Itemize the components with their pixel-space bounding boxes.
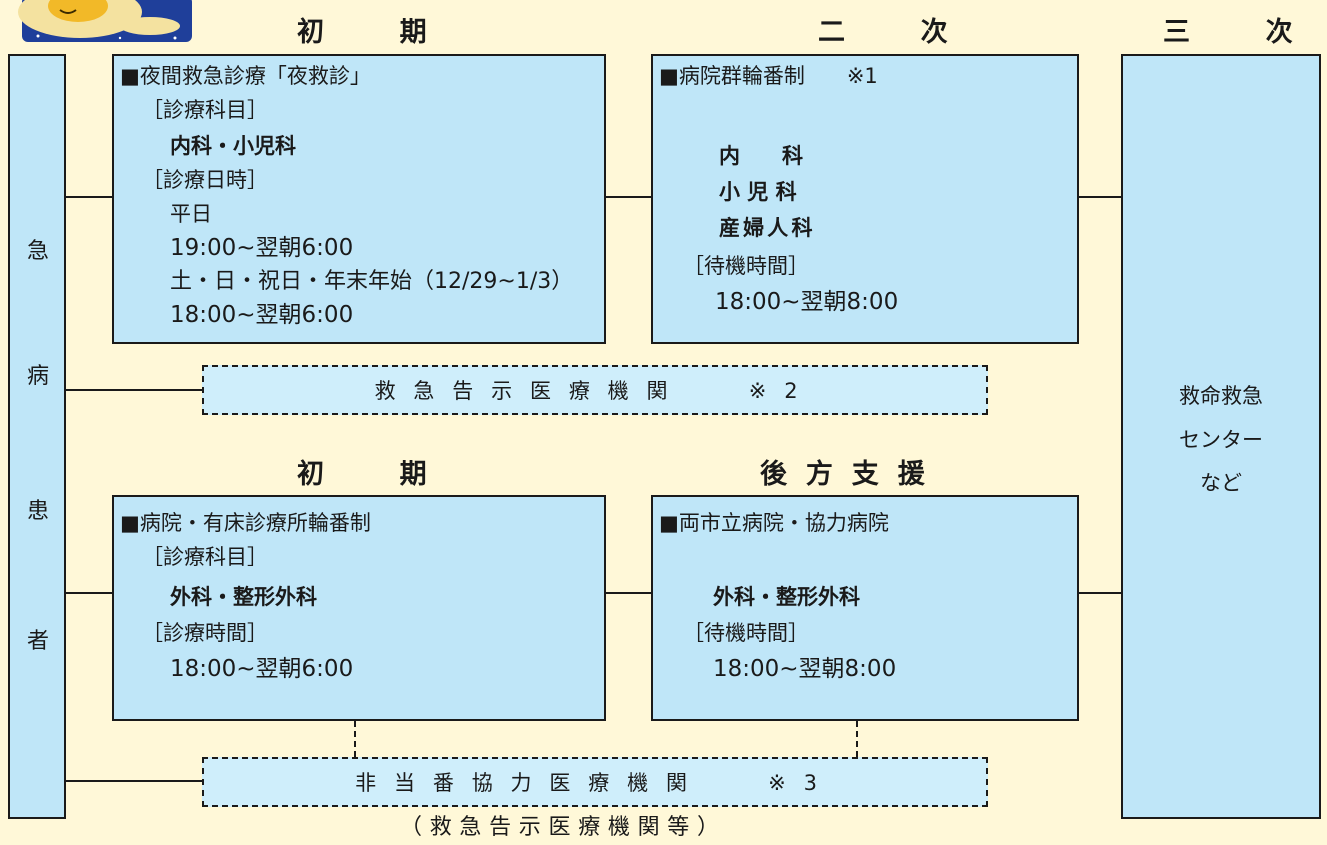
patient-char-3: 患 [26, 499, 49, 524]
connector-patient-offduty [66, 780, 202, 782]
dashed-connector-left [354, 721, 356, 757]
heading-secondary: 二 次 [818, 17, 972, 48]
patient-char-4: 者 [26, 629, 49, 654]
emergency-notified-text: 救急告示医療機関 ※2 [374, 379, 816, 403]
hospital-clinic-time-label: ［診療時間］ [142, 621, 268, 645]
connector-nightclinic-group [606, 196, 651, 198]
night-clinic-datetime-label: ［診療日時］ [142, 168, 268, 192]
tertiary-center-line3: など [1200, 471, 1242, 495]
night-clinic-dept-label: ［診療科目］ [142, 98, 268, 122]
hospital-group-standby-label: ［待機時間］ [683, 254, 809, 278]
hospital-clinic-dept: 外科・整形外科 [170, 585, 317, 609]
hospital-clinic-dept-label: ［診療科目］ [142, 545, 268, 569]
tertiary-center-line1: 救命救急 [1179, 384, 1263, 408]
connector-patient-hospitalclinic [66, 592, 112, 594]
city-hospital-standby-time: 18:00~翌朝8:00 [713, 656, 897, 682]
hospital-group-dept-internal: 内 科 [719, 144, 803, 168]
off-duty-note: （救急告示医療機関等） [400, 815, 727, 840]
city-hospital-title: ■両市立病院・協力病院 [659, 511, 889, 535]
off-duty-box: 非当番協力医療機関 ※3 [202, 757, 988, 807]
night-clinic-title: ■夜間救急診療「夜救診」 [120, 64, 371, 88]
night-clinic-dept: 内科・小児科 [170, 134, 296, 158]
patient-column: 急 病 患 者 [8, 54, 66, 819]
hospital-group-box: ■病院群輪番制 ※1 内 科 小 児 科 産婦人科 ［待機時間］ 18:00~翌… [651, 54, 1079, 344]
hospital-group-title: ■病院群輪番制 ※1 [659, 64, 878, 88]
tertiary-center-line2: センター [1179, 428, 1263, 452]
moon-illustration [18, 0, 192, 42]
tertiary-center-box: 救命救急 センター など [1121, 54, 1321, 819]
night-clinic-box: ■夜間救急診療「夜救診」 ［診療科目］ 内科・小児科 ［診療日時］ 平日 19:… [112, 54, 606, 344]
hospital-clinic-box: ■病院・有床診療所輪番制 ［診療科目］ 外科・整形外科 ［診療時間］ 18:00… [112, 495, 606, 721]
hospital-group-standby-time: 18:00~翌朝8:00 [715, 289, 899, 315]
night-clinic-weekday-time: 19:00~翌朝6:00 [170, 235, 354, 261]
night-clinic-holiday-time: 18:00~翌朝6:00 [170, 302, 354, 328]
city-hospital-box: ■両市立病院・協力病院 外科・整形外科 ［待機時間］ 18:00~翌朝8:00 [651, 495, 1079, 721]
hospital-clinic-title: ■病院・有床診療所輪番制 [120, 511, 371, 535]
heading-initial-top: 初 期 [297, 17, 451, 48]
heading-tertiary: 三 次 [1163, 17, 1317, 48]
connector-patient-nightclinic [66, 196, 112, 198]
city-hospital-dept: 外科・整形外科 [713, 585, 860, 609]
patient-char-2: 病 [26, 364, 49, 389]
dashed-connector-right [856, 721, 858, 757]
connector-group-tertiary [1079, 196, 1121, 198]
connector-patient-notified [66, 389, 202, 391]
connector-clinic-cityhospital [606, 592, 651, 594]
emergency-notified-box: 救急告示医療機関 ※2 [202, 365, 988, 415]
heading-rear-support: 後方支援 [760, 459, 944, 490]
heading-initial-bottom: 初 期 [297, 459, 451, 490]
patient-char-1: 急 [26, 239, 49, 264]
night-clinic-weekday: 平日 [170, 202, 212, 226]
city-hospital-standby-label: ［待機時間］ [683, 621, 809, 645]
hospital-group-dept-obgyn: 産婦人科 [719, 216, 816, 240]
night-clinic-holiday: 土・日・祝日・年末年始（12/29~1/3） [170, 269, 574, 294]
hospital-group-dept-pediatrics: 小 児 科 [719, 180, 797, 204]
off-duty-text: 非当番協力医療機関 ※3 [355, 771, 835, 795]
hospital-clinic-time: 18:00~翌朝6:00 [170, 656, 354, 682]
connector-cityhospital-tertiary [1079, 592, 1121, 594]
